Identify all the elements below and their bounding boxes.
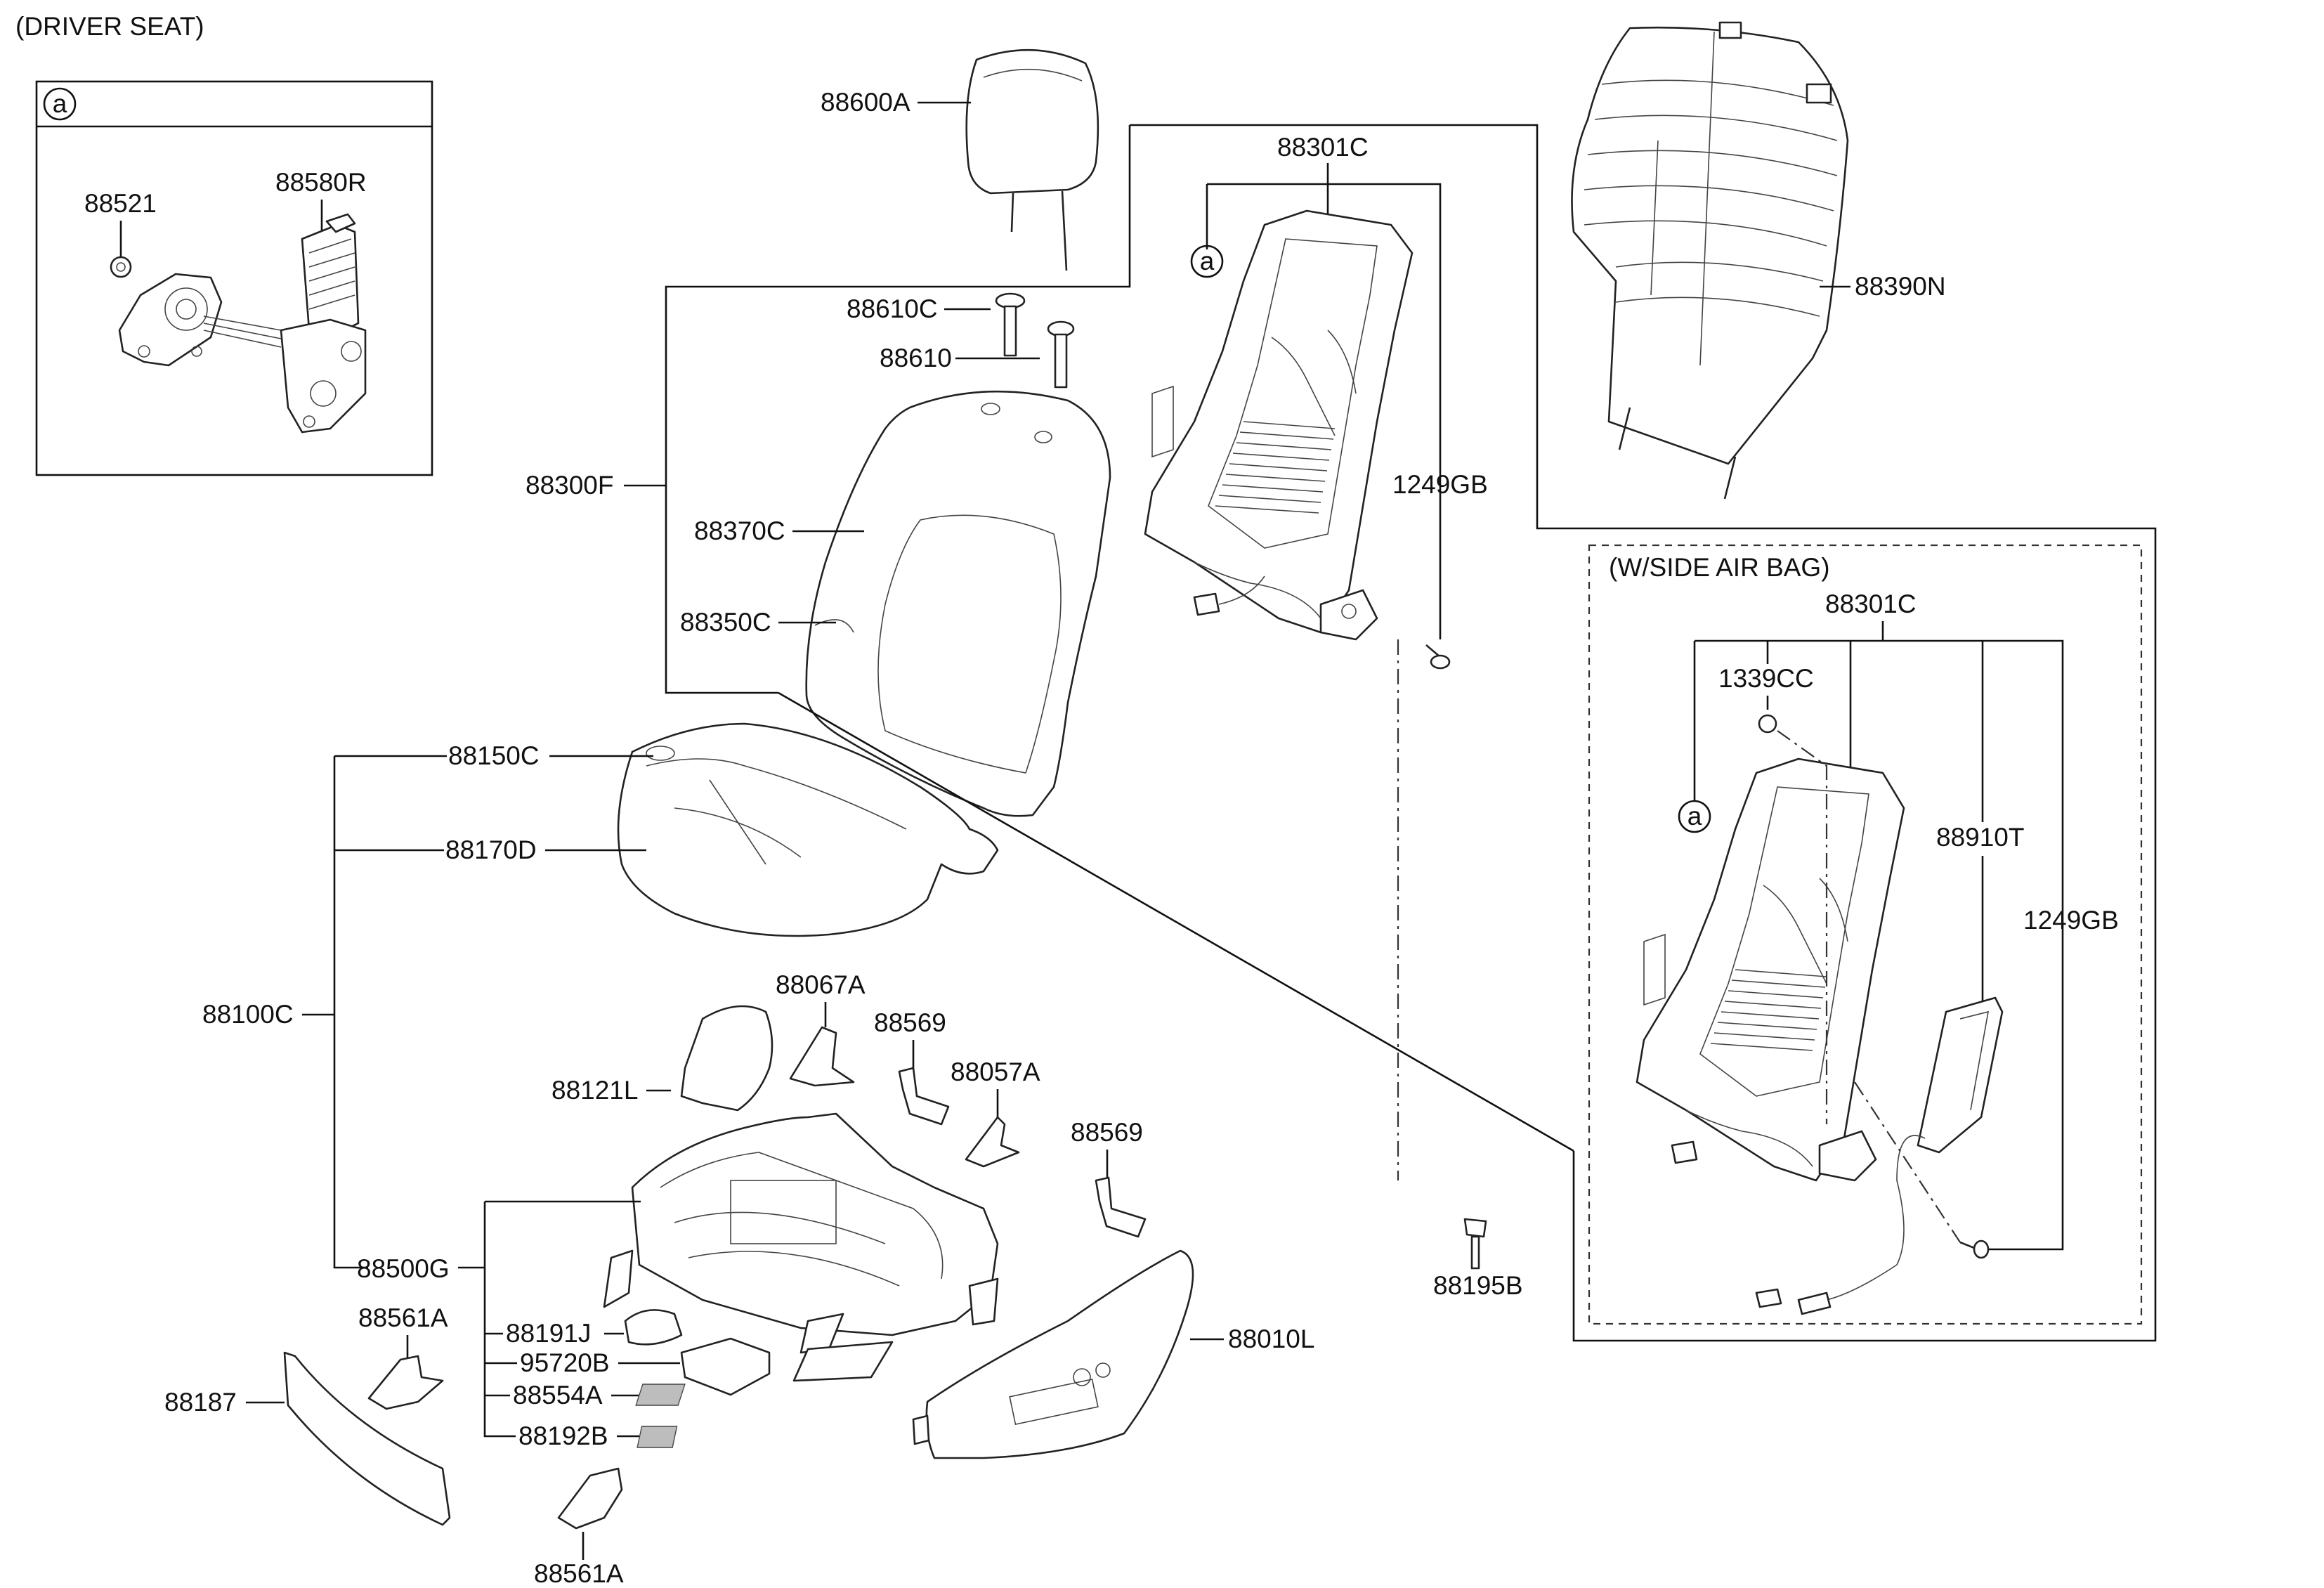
label-88561A-top: 88561A [358, 1303, 448, 1332]
clip-88569-b-icon [1095, 1176, 1147, 1238]
inset-detail-a: a 88521 88580R [35, 80, 433, 476]
seatback-cover [805, 390, 1111, 817]
side-airbag-module-icon [1755, 996, 2004, 1315]
cover-88561A-top-icon [367, 1355, 444, 1410]
label-88910T: 88910T [1936, 823, 2025, 852]
seat-cushion-covers [617, 722, 999, 937]
side-airbag-group-box [1588, 544, 2143, 1325]
headrest [965, 48, 1099, 271]
label-88121L: 88121L [551, 1076, 638, 1105]
label-88350C: 88350C [680, 608, 771, 637]
label-1249GB: 1249GB [1392, 470, 1488, 499]
label-88390N: 88390N [1855, 272, 1946, 301]
diagram-title: (DRIVER SEAT) [15, 12, 204, 41]
label-1339CC: 1339CC [1718, 664, 1814, 693]
gear-washer-icon [110, 256, 132, 278]
label-88067A: 88067A [776, 970, 866, 999]
label-88187: 88187 [164, 1388, 237, 1417]
bolt-88195B-icon [1463, 1218, 1487, 1270]
bolt-1249GB-icon [1425, 644, 1451, 670]
lumbar-slats-icon [1215, 421, 1336, 514]
seat-side-cover [912, 1249, 1194, 1459]
label-88170D: 88170D [445, 835, 537, 864]
label-88191J: 88191J [506, 1319, 591, 1348]
seatback-rear-panel [1571, 21, 1849, 500]
label-88554A: 88554A [513, 1381, 603, 1410]
label-88100C: 88100C [202, 1000, 294, 1029]
inset-ref-a: a [53, 89, 67, 118]
label-88300F: 88300F [525, 471, 614, 500]
bolt-88610-icon [1047, 320, 1075, 389]
seatback-frame [1144, 209, 1414, 641]
label-88600A: 88600A [821, 88, 910, 117]
sensor-88191J-icon [624, 1309, 683, 1346]
label-88010L: 88010L [1228, 1325, 1314, 1353]
label-88610: 88610 [880, 344, 952, 372]
seatback-frame-airbag [1636, 757, 1905, 1182]
label-1249GB-airbag: 1249GB [2023, 906, 2119, 935]
label-88150C: 88150C [448, 741, 540, 770]
shield-88121L-icon [680, 1005, 773, 1112]
label-88192B: 88192B [518, 1421, 608, 1450]
nut-1339CC-icon [1758, 714, 1777, 734]
module-95720B-icon [680, 1337, 771, 1396]
bracket-88057A-icon [965, 1116, 1020, 1168]
label-88370C: 88370C [694, 516, 785, 545]
label-88580R: 88580R [275, 168, 367, 197]
label-88057A: 88057A [951, 1057, 1040, 1086]
airbag-ref-a: a [1687, 802, 1702, 831]
label-88610C: 88610C [847, 294, 938, 323]
label-88301C-airbag: 88301C [1825, 590, 1917, 618]
label-88500G: 88500G [357, 1254, 450, 1283]
cover-88561A-bottom-icon [557, 1467, 623, 1530]
bolt-1249GB-airbag-icon [1959, 1239, 1990, 1259]
label-95720B: 95720B [520, 1348, 610, 1377]
label-88521: 88521 [84, 189, 157, 218]
label-88569-a: 88569 [874, 1008, 946, 1037]
label-88561A-bottom: 88561A [534, 1559, 624, 1588]
label-88195B: 88195B [1433, 1271, 1523, 1300]
frame-ref-a: a [1200, 247, 1215, 275]
label-88569-b: 88569 [1071, 1118, 1143, 1147]
bracket-88067A-icon [789, 1026, 855, 1087]
airbag-group-title: (W/SIDE AIR BAG) [1609, 553, 1830, 582]
pad-88192B-icon [637, 1426, 678, 1448]
pad-88554A-icon [635, 1384, 686, 1406]
label-88301C: 88301C [1277, 133, 1369, 162]
trim-88187-icon [283, 1351, 451, 1526]
bolt-88610C-icon [995, 292, 1026, 357]
seat-motor-icon [280, 213, 367, 434]
clip-88569-a-icon [898, 1067, 950, 1126]
motor-bracket-icon [118, 273, 223, 367]
seat-cushion-frame [603, 1112, 999, 1382]
